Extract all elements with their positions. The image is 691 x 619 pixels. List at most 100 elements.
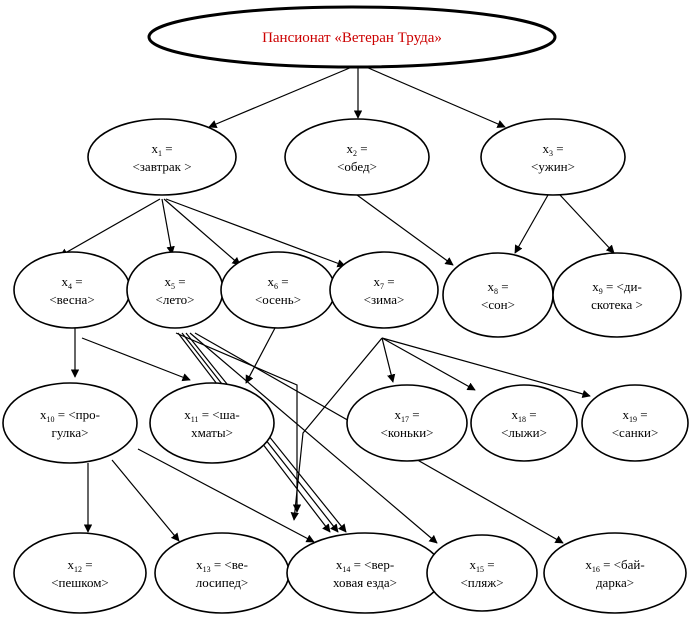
node-line1-x19: x19 =: [622, 407, 647, 424]
node-ellipse-x5: [126, 251, 224, 329]
edge-root-x3: [365, 66, 506, 128]
node-line2-x18: <лыжи>: [501, 425, 547, 440]
node-line2-x9: скотека >: [591, 297, 643, 312]
node-ellipse-x10: [2, 382, 138, 464]
node-ellipse-x18: [470, 384, 578, 462]
node-x7: x7 =<зима>: [329, 251, 439, 329]
node-line2-x7: <зима>: [364, 292, 405, 307]
node-x12: x12 =<пешком>: [13, 532, 147, 614]
node-line2-x15: <пляж>: [460, 575, 503, 590]
edge-x7-x17: [381, 337, 396, 383]
node-line1-x4: x4 =: [61, 274, 82, 291]
edge-x1-x4: [59, 198, 161, 257]
node-ellipse-x7: [329, 251, 439, 329]
node-ellipse-x1: [87, 118, 237, 196]
node-x15: x15 =<пляж>: [426, 534, 538, 612]
edge-x3-x9: [559, 194, 615, 254]
edge-x5-x15: [189, 332, 438, 544]
node-ellipse-x16: [543, 532, 687, 614]
node-line2-x14: ховая езда>: [333, 575, 397, 590]
node-x1: x1 =<завтрак >: [87, 118, 237, 196]
node-line1-x8: x8 =: [487, 279, 508, 296]
node-x8: x8 =<сон>: [442, 252, 554, 338]
node-x13: x13 = <ве-лосипед>: [154, 532, 290, 614]
node-layer: x1 =<завтрак > x2 =<обед> x3 =<ужин> x4 =<в…: [2, 118, 689, 614]
node-line1-x17: x17 =: [394, 407, 419, 424]
node-x11: x11 = <ша-хматы>: [149, 382, 275, 464]
node-ellipse-x12: [13, 532, 147, 614]
node-line2-x17: <коньки>: [381, 425, 434, 440]
node-line1-x10: x10 = <про-: [40, 407, 100, 424]
node-ellipse-x11: [149, 382, 275, 464]
root-node: Пансионат «Ветеран Труда»: [147, 5, 557, 69]
edge-x6-x11: [245, 327, 276, 384]
node-line2-x12: <пешком>: [51, 575, 109, 590]
node-x9: x9 = <ди-скотека >: [552, 252, 682, 338]
node-line1-x2: x2 =: [346, 141, 367, 158]
node-line2-x3: <ужин>: [531, 159, 575, 174]
node-line1-x16: x16 = <бай-: [585, 557, 644, 574]
node-line2-x19: <санки>: [612, 425, 659, 440]
node-ellipse-x17: [346, 384, 468, 462]
node-line1-x6: x6 =: [267, 274, 288, 291]
node-line1-x18: x18 =: [511, 407, 536, 424]
node-line2-x4: <весна>: [49, 292, 94, 307]
node-line2-x11: хматы>: [191, 425, 233, 440]
node-x17: x17 =<коньки>: [346, 384, 468, 462]
node-line2-x13: лосипед>: [196, 575, 249, 590]
node-line2-x2: <обед>: [337, 159, 377, 174]
edge-x10-x14: [137, 448, 315, 543]
edge-x1-x6: [163, 198, 241, 266]
root-ellipse: [147, 5, 557, 69]
node-ellipse-x9: [552, 252, 682, 338]
node-x18: x18 =<лыжи>: [470, 384, 578, 462]
node-ellipse-x14: [286, 532, 444, 614]
node-line1-x11: x11 = <ша-: [184, 407, 239, 424]
edge-x10-x13: [111, 459, 180, 542]
edge-x4-x11: [81, 337, 191, 382]
node-x5: x5 =<лето>: [126, 251, 224, 329]
edge-root-x1: [208, 66, 353, 128]
node-ellipse-x2: [284, 118, 430, 196]
node-line1-x1: x1 =: [151, 141, 172, 158]
node-x2: x2 =<обед>: [284, 118, 430, 196]
node-x10: x10 = <про-гулка>: [2, 382, 138, 464]
node-x4: x4 =<весна>: [13, 251, 131, 329]
edge-x5-x13: [175, 332, 302, 513]
node-line2-x16: дарка>: [596, 575, 634, 590]
node-ellipse-x13: [154, 532, 290, 614]
node-line2-x5: <лето>: [156, 292, 195, 307]
node-x6: x6 =<осень>: [220, 251, 336, 329]
node-x16: x16 = <бай-дарка>: [543, 532, 687, 614]
node-ellipse-x8: [442, 252, 554, 338]
edge-x1-x7: [165, 198, 346, 268]
node-line2-x1: <завтрак >: [132, 159, 191, 174]
node-line1-x14: x14 = <вер-: [336, 557, 394, 574]
root-label: Пансионат «Ветеран Труда»: [262, 30, 442, 46]
node-line1-x9: x9 = <ди-: [592, 279, 642, 296]
node-x14: x14 = <вер-ховая езда>: [286, 532, 444, 614]
node-line1-x12: x12 =: [67, 557, 92, 574]
edge-x1-x5: [161, 198, 175, 255]
node-line1-x5: x5 =: [164, 274, 185, 291]
node-ellipse-x15: [426, 534, 538, 612]
edge-x2-x8: [356, 194, 454, 266]
node-ellipse-x4: [13, 251, 131, 329]
node-line1-x7: x7 =: [373, 274, 394, 291]
node-line2-x6: <осень>: [255, 292, 301, 307]
edge-x7-x19: [381, 337, 591, 399]
node-line2-x10: гулка>: [52, 425, 89, 440]
node-ellipse-x6: [220, 251, 336, 329]
node-ellipse-x3: [480, 118, 626, 196]
node-x3: x3 =<ужин>: [480, 118, 626, 196]
node-line1-x3: x3 =: [542, 141, 563, 158]
node-line1-x13: x13 = <ве-: [196, 557, 248, 574]
node-line2-x8: <сон>: [481, 297, 515, 312]
edge-x7-x18: [381, 337, 476, 391]
node-x19: x19 =<санки>: [581, 384, 689, 462]
edge-x7-x13: [290, 337, 383, 521]
edge-x3-x8: [514, 194, 549, 254]
node-ellipse-x19: [581, 384, 689, 462]
node-line1-x15: x15 =: [469, 557, 494, 574]
